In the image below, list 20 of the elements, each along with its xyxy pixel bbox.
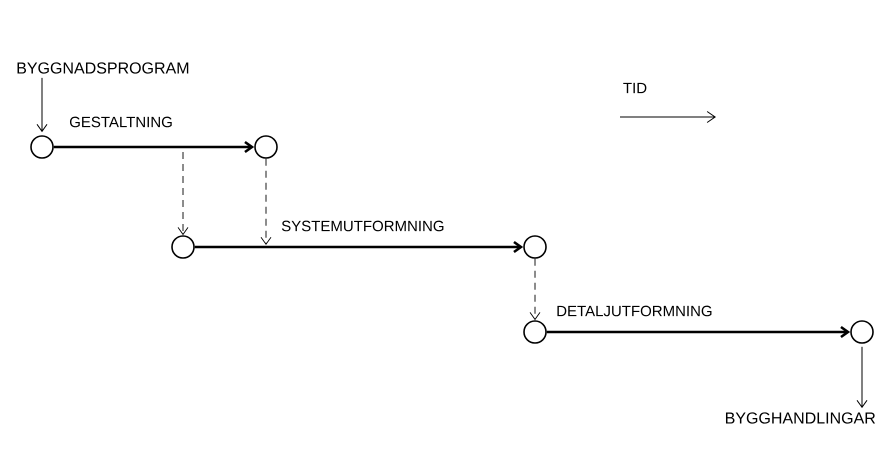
event-circle [523,320,547,344]
node-label: BYGGHANDLINGAR [726,412,876,424]
axis-label: TID [623,82,646,94]
arrow [178,152,188,236]
event-circle [30,135,54,159]
double-arrow [36,77,48,132]
edge-label: DETALJUTFORMNING [555,304,714,318]
arrow [194,240,524,254]
node-label: BYGGNADSPROGRAM [18,62,188,74]
edge-label: SYSTEMUTFORMNING [280,220,446,232]
arrow [260,158,272,245]
double-arrow [856,346,868,408]
arrow [530,258,540,320]
arrow [546,326,850,338]
event-circle [171,235,195,259]
event-circle [523,235,547,259]
arrow [54,140,254,154]
event-circle [850,320,874,344]
edge-label: GESTALTNING [68,116,174,128]
event-circle [254,135,278,159]
